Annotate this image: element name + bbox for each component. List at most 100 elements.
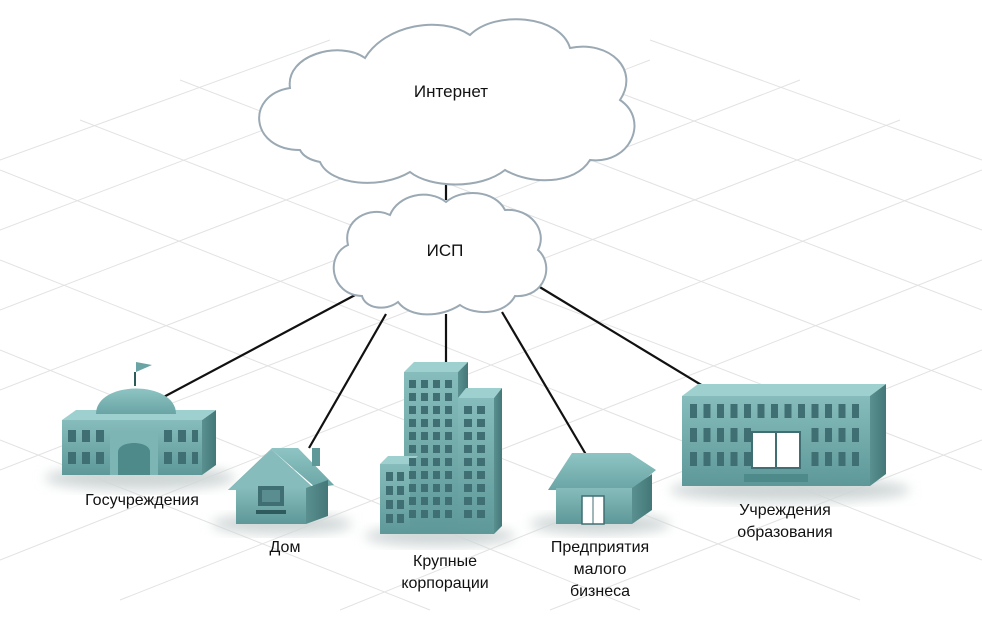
window-icon (386, 514, 393, 523)
window-icon (744, 404, 751, 418)
window-icon (730, 428, 738, 442)
window-icon (409, 471, 416, 479)
window-icon (690, 452, 697, 466)
window-icon (703, 428, 711, 442)
window-icon (464, 458, 472, 466)
window-icon (477, 497, 485, 505)
window-icon (771, 404, 778, 418)
education-label-line1: Учреждения (739, 502, 831, 519)
window-icon (825, 452, 832, 466)
window-icon (409, 380, 416, 388)
window-icon (433, 380, 440, 388)
window-icon (433, 445, 440, 453)
window-icon (445, 484, 452, 492)
window-icon (421, 445, 428, 453)
internet-label: Интернет (413, 82, 489, 101)
window-icon (397, 472, 404, 481)
window-icon (703, 404, 711, 418)
window-icon (744, 452, 751, 466)
window-icon (464, 484, 472, 492)
window-icon (838, 452, 846, 466)
link-isp-home (308, 313, 387, 449)
window-icon (433, 497, 440, 505)
window-icon (409, 406, 416, 414)
window-icon (421, 497, 428, 505)
window-icon (421, 458, 428, 466)
window-icon (445, 419, 452, 427)
window-icon (477, 471, 485, 479)
internet-cloud (258, 18, 636, 186)
grid-floor (0, 39, 982, 611)
education-building-icon (670, 384, 910, 502)
link-isp-small-business (501, 311, 589, 459)
window-icon (730, 404, 738, 418)
window-icon (477, 419, 485, 427)
small-business-building-icon (530, 453, 670, 534)
window-icon (445, 406, 452, 414)
window-icon (464, 406, 472, 414)
window-icon (445, 380, 452, 388)
window-icon (386, 486, 393, 495)
window-icon (445, 432, 452, 440)
window-icon (838, 428, 846, 442)
window-icon (433, 419, 440, 427)
corporations-label-line2: корпорации (401, 575, 489, 592)
window-icon (397, 500, 404, 509)
window-icon (703, 452, 711, 466)
government-label: Госучреждения (62, 490, 222, 512)
window-icon (852, 428, 859, 442)
window-icon (730, 452, 738, 466)
window-icon (477, 432, 485, 440)
window-icon (464, 445, 472, 453)
window-icon (433, 432, 440, 440)
small-business-label-line2: малого (573, 561, 627, 578)
window-icon (811, 452, 819, 466)
window-icon (386, 500, 393, 509)
government-building-icon (45, 362, 235, 490)
window-icon (717, 404, 724, 418)
window-icon (757, 404, 765, 418)
corporations-label: Крупные корпорации (385, 551, 505, 595)
window-icon (811, 428, 819, 442)
corporations-label-line1: Крупные (413, 553, 477, 570)
window-icon (409, 419, 416, 427)
window-icon (690, 428, 697, 442)
window-icon (445, 510, 452, 518)
link-isp-education (537, 285, 704, 387)
government-label-text: Госучреждения (85, 492, 199, 509)
window-icon (421, 432, 428, 440)
window-icon (477, 484, 485, 492)
window-icon (409, 445, 416, 453)
window-icon (409, 458, 416, 466)
window-icon (852, 452, 859, 466)
window-icon (409, 393, 416, 401)
window-icon (409, 432, 416, 440)
window-icon (433, 484, 440, 492)
window-icon (421, 406, 428, 414)
window-icon (464, 419, 472, 427)
isp-label: ИСП (426, 241, 464, 260)
window-icon (464, 510, 472, 518)
window-icon (421, 484, 428, 492)
window-icon (477, 510, 485, 518)
window-icon (717, 452, 724, 466)
corporations-building-icon (365, 362, 515, 546)
link-isp-government (157, 293, 358, 401)
window-icon (386, 472, 393, 481)
window-icon (477, 445, 485, 453)
window-icon (433, 406, 440, 414)
window-icon (433, 458, 440, 466)
window-icon (690, 404, 697, 418)
window-icon (445, 445, 452, 453)
small-business-label-line1: Предприятия (550, 539, 650, 556)
window-icon (421, 393, 428, 401)
window-icon (421, 380, 428, 388)
education-label-line2: образования (737, 524, 833, 541)
window-icon (445, 458, 452, 466)
window-icon (409, 497, 416, 505)
window-icon (464, 432, 472, 440)
window-icon (445, 497, 452, 505)
window-icon (717, 428, 724, 442)
window-icon (784, 404, 792, 418)
window-icon (477, 458, 485, 466)
